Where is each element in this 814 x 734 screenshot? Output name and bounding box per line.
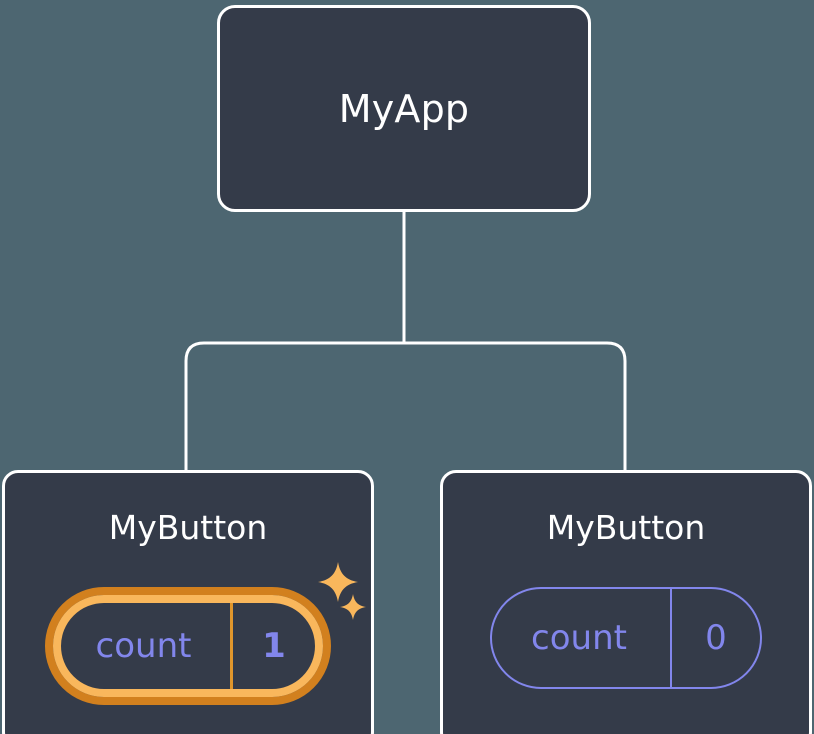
node-mybutton-left[interactable]: MyButton count 1 bbox=[2, 470, 374, 734]
state-pill-wrap-left: count 1 bbox=[5, 587, 371, 705]
state-pill-left-highlighted[interactable]: count 1 bbox=[45, 587, 331, 705]
state-pill-left-inner-ring: count 1 bbox=[53, 595, 323, 697]
state-pill-right-key: count bbox=[531, 618, 627, 658]
state-pill-left-value: 1 bbox=[230, 603, 315, 689]
state-pill-right-value: 0 bbox=[670, 589, 760, 687]
node-mybutton-right[interactable]: MyButton count 0 bbox=[440, 470, 812, 734]
state-pill-wrap-right: count 0 bbox=[443, 587, 809, 689]
connector-branch-bus bbox=[184, 341, 627, 470]
state-pill-right[interactable]: count 0 bbox=[490, 587, 762, 689]
node-myapp-title: MyApp bbox=[338, 86, 470, 131]
state-pill-left-key: count bbox=[95, 626, 192, 666]
node-mybutton-right-title: MyButton bbox=[546, 508, 706, 547]
node-myapp[interactable]: MyApp bbox=[217, 5, 591, 212]
node-mybutton-left-title: MyButton bbox=[108, 508, 268, 547]
